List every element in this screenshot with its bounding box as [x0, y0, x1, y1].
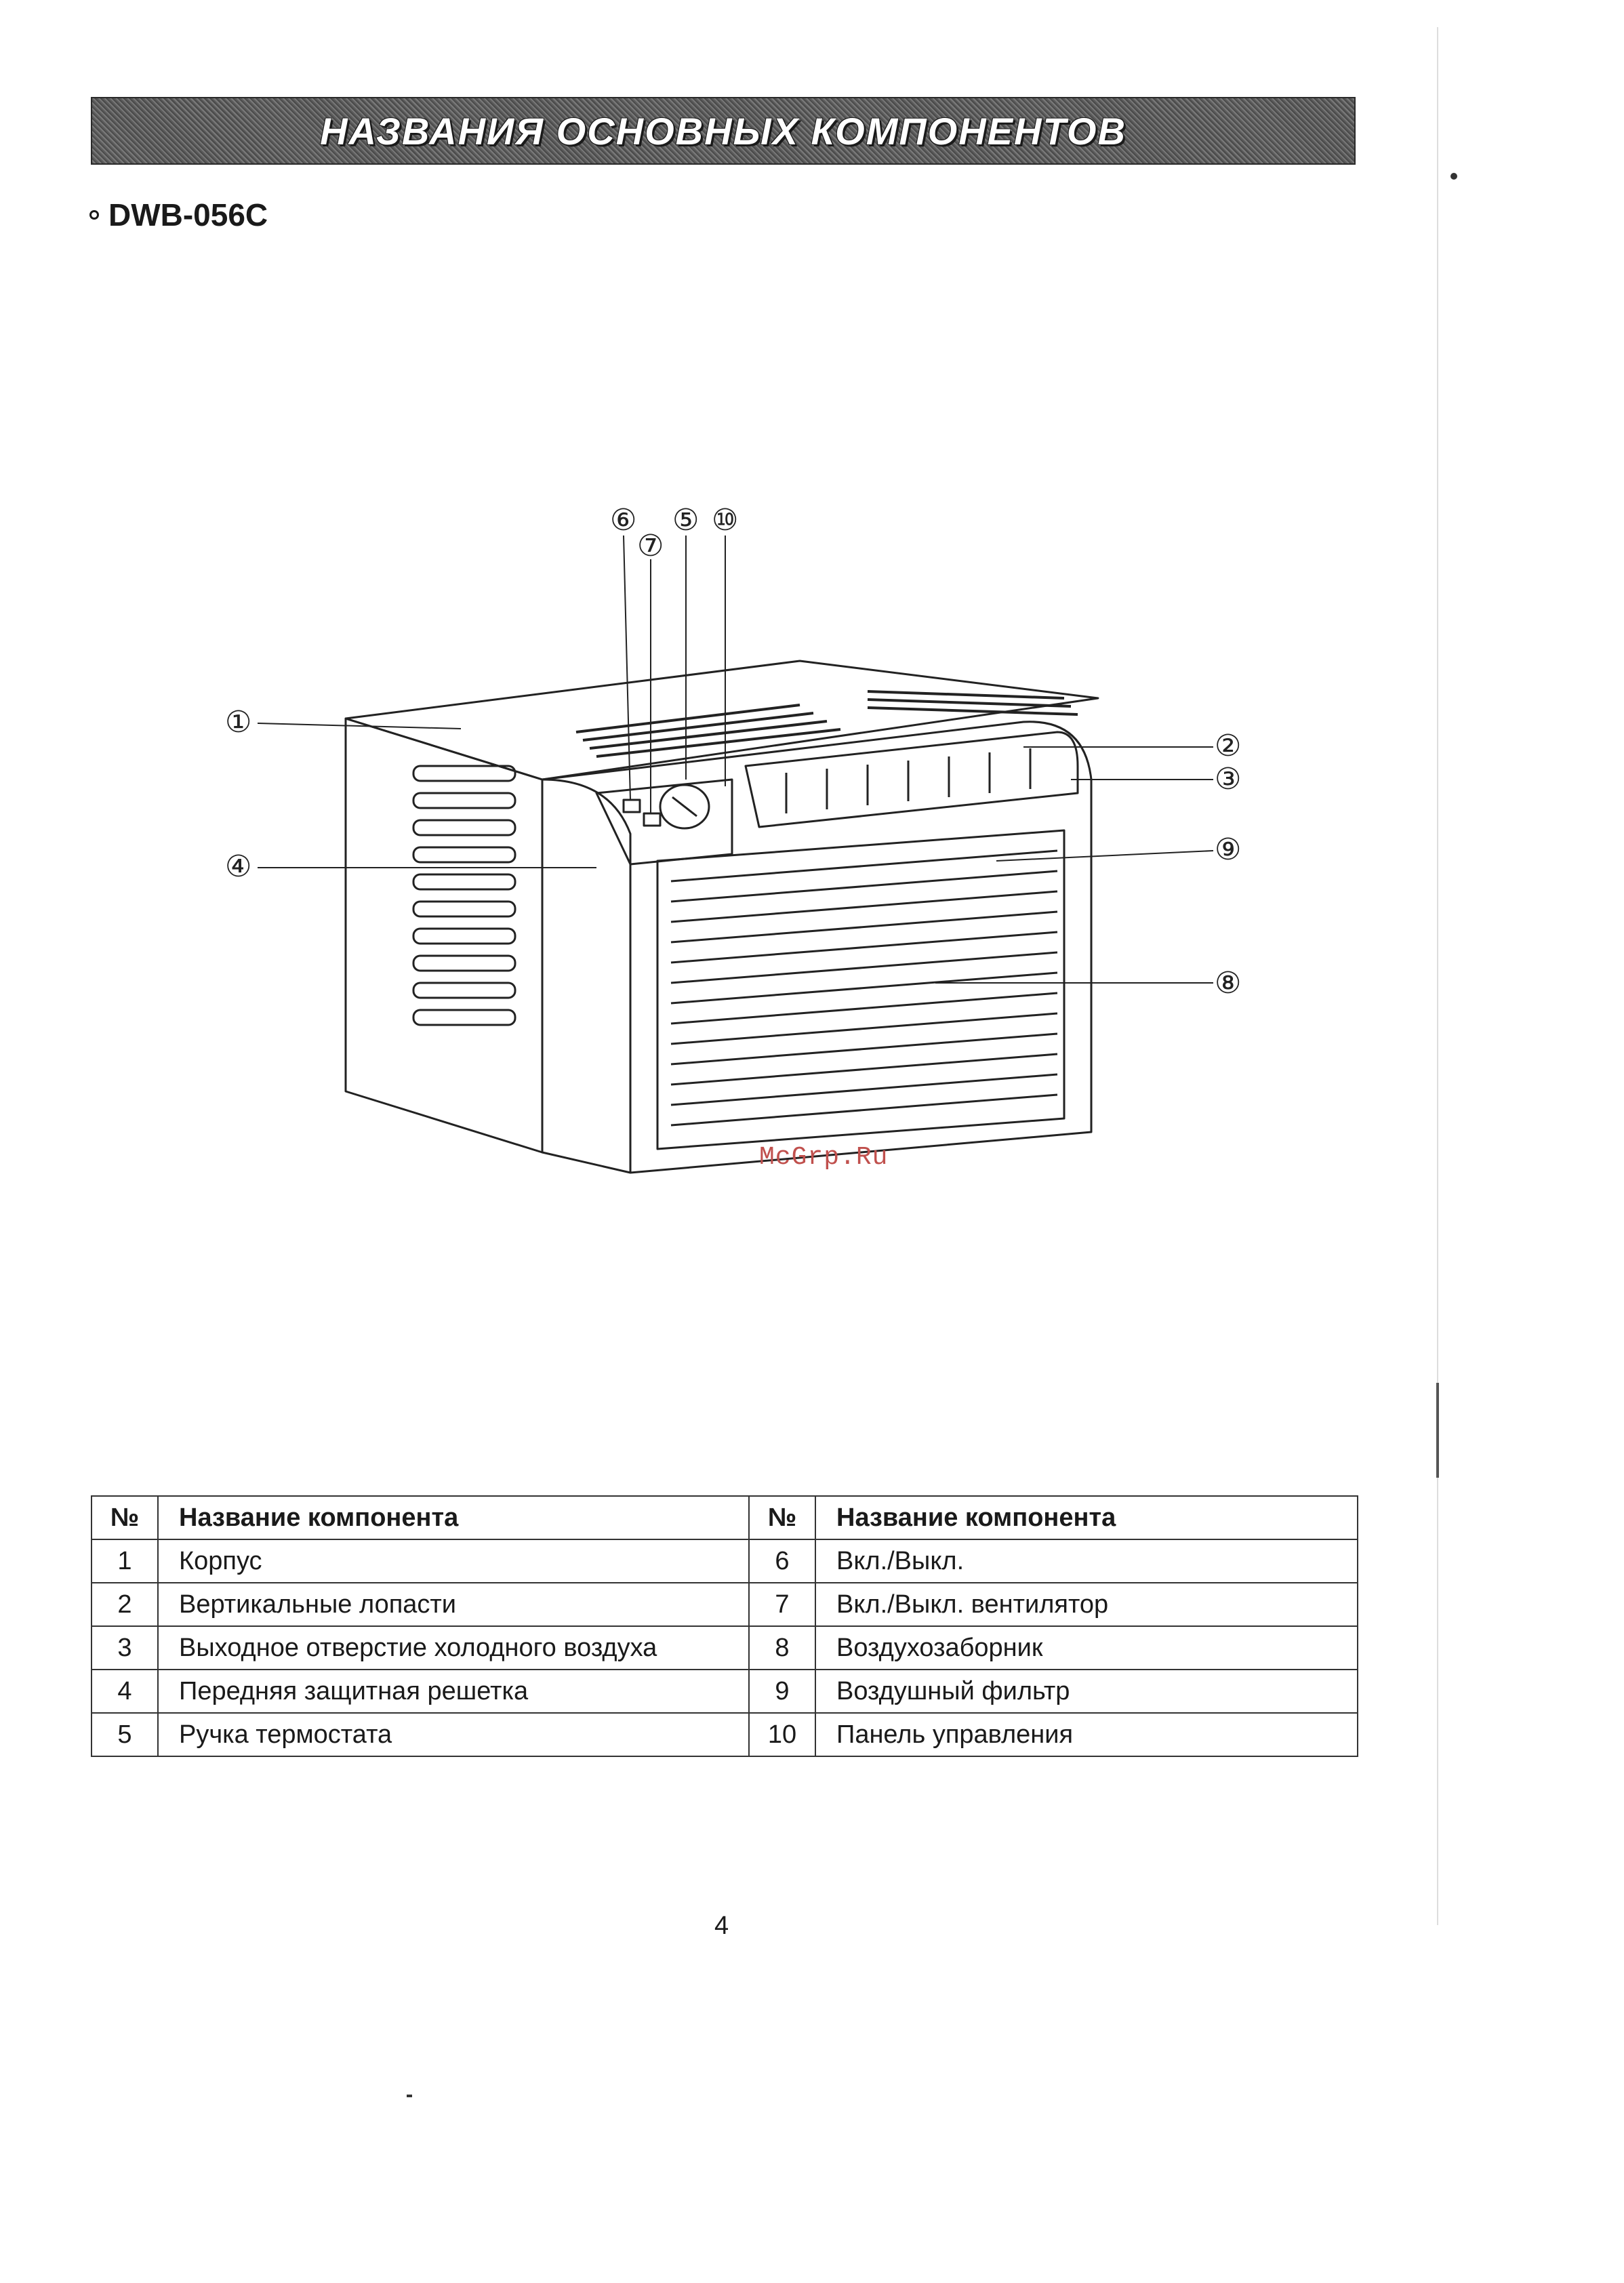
- callout-2: ②: [1215, 729, 1241, 763]
- row-component: Корпус: [157, 1539, 750, 1583]
- leader-lines: [257, 535, 1214, 984]
- cabinet-top: [344, 660, 1099, 781]
- callout-8: ⑧: [1215, 966, 1241, 1001]
- callout-3: ③: [1215, 762, 1241, 796]
- row-num: 2: [91, 1582, 159, 1627]
- callout-9: ⑨: [1215, 832, 1241, 867]
- title-banner: НАЗВАНИЯ ОСНОВНЫХ КОМПОНЕНТОВ: [91, 97, 1356, 165]
- bullet-icon: [89, 210, 99, 220]
- header-num-left: №: [91, 1495, 159, 1540]
- callout-4: ④: [225, 849, 251, 884]
- components-table: № Название компонента № Название компоне…: [91, 1495, 1358, 1757]
- row-num: 1: [91, 1539, 159, 1583]
- callout-5: ⑤: [672, 503, 699, 538]
- row-component: Воздушный фильтр: [815, 1669, 1358, 1714]
- side-vents: [412, 765, 516, 1026]
- scan-speck: [1437, 27, 1438, 1925]
- table-row: 3 Выходное отверстие холодного воздуха 8…: [91, 1625, 1358, 1670]
- table-row: 2 Вертикальные лопасти 7 Вкл./Выкл. вент…: [91, 1582, 1358, 1627]
- front-panel: [541, 721, 1093, 1174]
- row-component: Вкл./Выкл.: [815, 1539, 1358, 1583]
- header-name-right: Название компонента: [815, 1495, 1358, 1540]
- row-num: 7: [748, 1582, 816, 1627]
- scan-speck: [407, 2095, 412, 2097]
- model-name: DWB-056C: [108, 197, 268, 233]
- power-switch: [622, 799, 641, 813]
- scan-speck: [1436, 1383, 1439, 1478]
- air-conditioner-diagram: ① ② ③ ④ ⑤ ⑥ ⑦ ⑧ ⑨ ⑩: [225, 503, 1241, 1174]
- row-component: Воздухозаборник: [815, 1625, 1358, 1670]
- grille-slats: [670, 849, 1058, 1127]
- row-component: Передняя защитная решетка: [157, 1669, 750, 1714]
- table-header-row: № Название компонента № Название компоне…: [91, 1495, 1358, 1540]
- callout-7: ⑦: [637, 529, 664, 563]
- row-component: Вертикальные лопасти: [157, 1582, 750, 1627]
- page-number: 4: [714, 1912, 729, 1940]
- row-num: 9: [748, 1669, 816, 1714]
- fan-switch: [643, 812, 662, 827]
- page-title: НАЗВАНИЯ ОСНОВНЫХ КОМПОНЕНТОВ: [320, 109, 1126, 153]
- row-num: 3: [91, 1625, 159, 1670]
- row-num: 8: [748, 1625, 816, 1670]
- model-heading: DWB-056C: [89, 197, 268, 233]
- header-num-right: №: [748, 1495, 816, 1540]
- callout-6: ⑥: [610, 503, 636, 538]
- header-name-left: Название компонента: [157, 1495, 750, 1540]
- row-component: Выходное отверстие холодного воздуха: [157, 1625, 750, 1670]
- table-row: 4 Передняя защитная решетка 9 Воздушный …: [91, 1669, 1358, 1714]
- row-num: 5: [91, 1712, 159, 1757]
- row-num: 4: [91, 1669, 159, 1714]
- callout-10: ⑩: [712, 503, 738, 538]
- thermostat-knob: [659, 784, 710, 830]
- intake-grille: [656, 829, 1065, 1150]
- row-component: Панель управления: [815, 1712, 1358, 1757]
- callout-1: ①: [225, 705, 251, 740]
- scan-speck: [1450, 173, 1457, 180]
- row-num: 6: [748, 1539, 816, 1583]
- watermark: McGrp.Ru: [759, 1143, 889, 1172]
- cabinet-side: [344, 717, 544, 1154]
- table-row: 5 Ручка термостата 10 Панель управления: [91, 1712, 1358, 1757]
- row-component: Вкл./Выкл. вентилятор: [815, 1582, 1358, 1627]
- control-panel-outline: [595, 778, 733, 866]
- row-component: Ручка термостата: [157, 1712, 750, 1757]
- table-row: 1 Корпус 6 Вкл./Выкл.: [91, 1539, 1358, 1583]
- row-num: 10: [748, 1712, 816, 1757]
